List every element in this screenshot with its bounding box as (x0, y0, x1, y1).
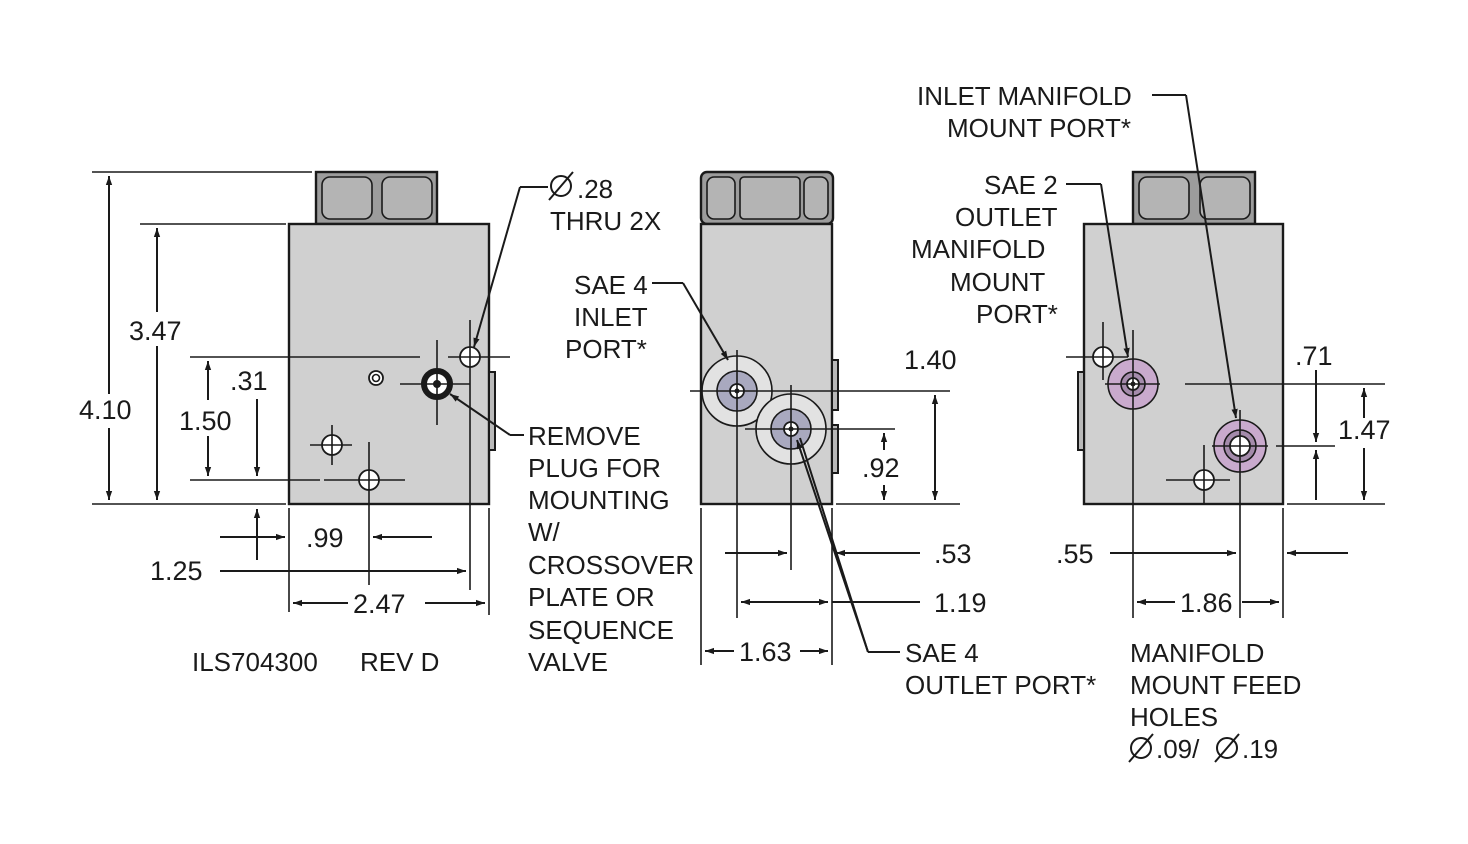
svg-text:SAE 4: SAE 4 (905, 638, 979, 668)
thru-hole-left (310, 425, 352, 465)
outlet-port-label: SAE 4 OUTLET PORT* (905, 638, 1096, 700)
dim-body-height: 3.47 (129, 316, 182, 346)
diameter-icon (548, 171, 574, 201)
svg-text:CROSSOVER: CROSSOVER (528, 550, 694, 580)
svg-text:OUTLET PORT*: OUTLET PORT* (905, 670, 1096, 700)
svg-text:MOUNT FEED: MOUNT FEED (1130, 670, 1301, 700)
rear-hole-upper (1066, 322, 1128, 380)
side-boss-upper (831, 359, 839, 411)
thru-hole-upper (448, 320, 510, 380)
svg-text:PLUG FOR: PLUG FOR (528, 453, 661, 483)
svg-text:PORT*: PORT* (976, 299, 1058, 329)
front-valve-body (287, 222, 491, 506)
svg-text:SEQUENCE: SEQUENCE (528, 615, 674, 645)
hole-callout-size: .28 (577, 174, 613, 204)
dim-left-x: .55 (1056, 539, 1094, 569)
revision: REV D (360, 647, 439, 677)
feed-hole-diameter-large: .19 (1242, 734, 1278, 764)
svg-text:MOUNTING: MOUNTING (528, 485, 670, 515)
rear-view: INLET MANIFOLD MOUNT PORT* SAE 2 OUTLET … (911, 81, 1391, 764)
dim-front-width: 2.47 (353, 589, 406, 619)
dim-plug-offset: .31 (230, 366, 268, 396)
svg-text:REMOVE: REMOVE (528, 421, 641, 451)
svg-text:HOLES: HOLES (1130, 702, 1218, 732)
svg-text:MOUNT PORT*: MOUNT PORT* (947, 113, 1131, 143)
front-view: 4.10 3.47 1.50 .31 .99 1.25 2.47 (79, 170, 694, 677)
dim-outlet-x: .53 (934, 539, 972, 569)
dim-total-height: 4.10 (79, 395, 132, 425)
diameter-icon (1128, 733, 1154, 763)
outlet-manifold-label: SAE 2 OUTLET MANIFOLD MOUNT PORT* (911, 170, 1058, 329)
dim-outlet-height: .92 (862, 453, 900, 483)
svg-text:PLATE OR: PLATE OR (528, 582, 655, 612)
diameter-icon (1214, 733, 1240, 763)
svg-text:MANIFOLD: MANIFOLD (1130, 638, 1264, 668)
side-boss-lower (831, 424, 839, 474)
svg-text:MOUNT: MOUNT (950, 267, 1045, 297)
svg-text:VALVE: VALVE (528, 647, 608, 677)
dim-rear-width: 1.86 (1180, 588, 1233, 618)
rear-hex-nut (1131, 170, 1257, 226)
front-side-boss (488, 371, 496, 451)
front-hex-nut (314, 170, 439, 226)
part-number: ILS704300 (192, 647, 318, 677)
svg-text:INLET: INLET (574, 302, 648, 332)
hole-callout-qty: THRU 2X (550, 206, 661, 236)
inlet-manifold-label: INLET MANIFOLD MOUNT PORT* (917, 81, 1132, 143)
dim-plug-height: 1.50 (179, 406, 232, 436)
svg-text:W/: W/ (528, 517, 561, 547)
dim-inlet-x: 1.19 (934, 588, 987, 618)
feed-hole-diameter-small: .09/ (1156, 734, 1200, 764)
svg-text:PORT*: PORT* (565, 334, 647, 364)
svg-text:OUTLET: OUTLET (955, 202, 1058, 232)
svg-text:SAE 4: SAE 4 (574, 270, 648, 300)
rear-side-boss (1077, 371, 1085, 451)
dim-side-width: 1.63 (739, 637, 792, 667)
thru-hole-lower (324, 442, 405, 585)
dim-upper-offset: .71 (1295, 341, 1333, 371)
small-plug (368, 370, 384, 386)
svg-text:INLET MANIFOLD: INLET MANIFOLD (917, 81, 1132, 111)
svg-text:MANIFOLD: MANIFOLD (911, 234, 1045, 264)
inlet-port-label: SAE 4 INLET PORT* (565, 270, 648, 364)
side-view: SAE 4 INLET PORT* 1.40 .92 .53 1.19 1.63 (565, 170, 1096, 700)
dim-port-height: 1.47 (1338, 415, 1391, 445)
dim-hole-x: .99 (306, 523, 344, 553)
svg-text:SAE 2: SAE 2 (984, 170, 1058, 200)
feed-holes-label: MANIFOLD MOUNT FEED HOLES (1130, 638, 1301, 732)
rear-hole-lower (1166, 445, 1230, 505)
plug-note: REMOVE PLUG FOR MOUNTING W/ CROSSOVER PL… (528, 421, 694, 677)
dim-inlet-height: 1.40 (904, 345, 957, 375)
dim-lower-offset: 1.25 (150, 556, 203, 586)
side-hex-nut (699, 170, 835, 226)
